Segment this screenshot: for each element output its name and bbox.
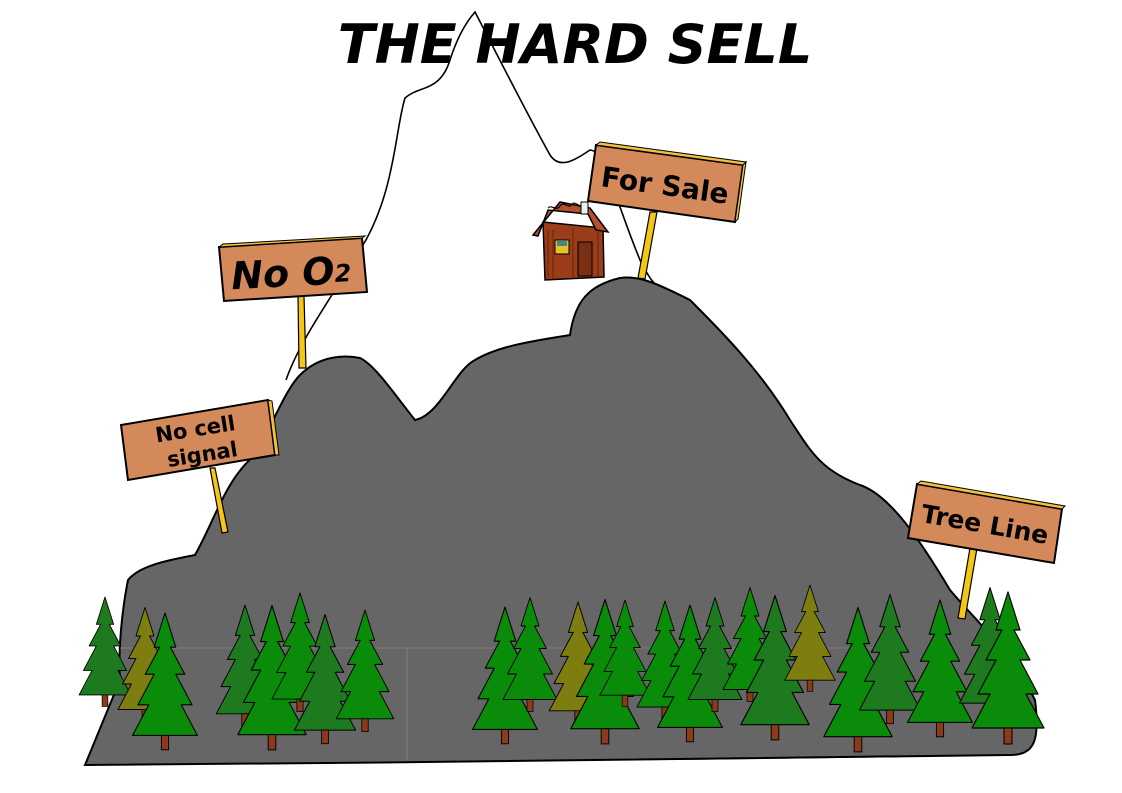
- sign-post: [209, 467, 229, 534]
- cabin: [531, 201, 610, 281]
- page-title: THE HARD SELL: [338, 13, 813, 76]
- sign-post: [297, 295, 307, 369]
- sign-text-no-o2-subscript: 2: [334, 259, 352, 288]
- sign-no-cell-signal: No cell signal: [119, 398, 280, 534]
- sign-for-sale: For Sale: [586, 141, 748, 280]
- sign-no-o2: No O2: [217, 235, 369, 369]
- cabin-roof: [531, 201, 610, 237]
- cabin-wall: [542, 221, 605, 281]
- sign-tree-line: Tree Line: [906, 480, 1067, 620]
- sign-post: [637, 211, 658, 280]
- cabin-door: [577, 241, 593, 277]
- cabin-chimney: [580, 201, 589, 215]
- sign-text-no-o2: No O2: [230, 248, 352, 298]
- sign-text-no-o2-main: No O: [230, 249, 336, 298]
